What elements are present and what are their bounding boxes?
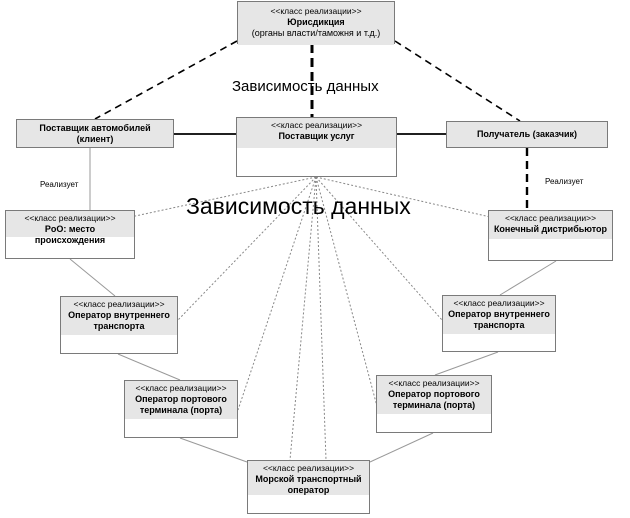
dep-fan-poo <box>125 176 317 219</box>
chain-port-right-sea <box>369 432 434 463</box>
node-jurisdiction[interactable]: <<класс реализации>> Юрисдикция (органы … <box>237 1 395 45</box>
node-port-left[interactable]: <<класс реализации>> Оператор портового … <box>124 380 238 438</box>
chain-poo-inland-left <box>69 258 116 297</box>
label-data-dependency-main: Зависимость данных <box>186 193 411 219</box>
node-service-provider[interactable]: <<класс реализации>> Поставщик услуг <box>236 117 397 177</box>
chain-distributor-inland-right <box>499 260 557 296</box>
chain-links <box>69 258 557 463</box>
label-realizes-left: Реализует <box>40 180 79 189</box>
chain-port-left-sea <box>179 437 248 463</box>
node-final-distributor[interactable]: <<класс реализации>> Конечный дистрибьют… <box>488 210 613 261</box>
node-inland-left[interactable]: <<класс реализации>> Оператор внутреннег… <box>60 296 178 354</box>
dep-jurisdiction-recipient <box>394 40 521 122</box>
label-realizes-right: Реализует <box>545 177 584 186</box>
node-inland-right[interactable]: <<класс реализации>> Оператор внутреннег… <box>442 295 556 352</box>
node-port-right[interactable]: <<класс реализации>> Оператор портового … <box>376 375 492 433</box>
node-sea-operator[interactable]: <<класс реализации>> Морской транспортны… <box>247 460 370 514</box>
node-car-supplier[interactable]: Поставщик автомобилей (клиент) <box>16 119 174 148</box>
dep-fan-sea-right <box>315 176 327 461</box>
chain-inland-right-port-right <box>434 351 499 376</box>
dep-fan-sea-left <box>289 176 317 461</box>
dep-fan-port-right <box>315 176 379 411</box>
dep-fan-distributor <box>315 176 513 223</box>
label-data-dependency-top: Зависимость данных <box>232 78 379 95</box>
chain-inland-left-port-left <box>117 353 181 381</box>
node-poo[interactable]: <<класс реализации>> PoO: место происхож… <box>5 210 135 259</box>
dependency-fan <box>125 176 513 461</box>
node-recipient[interactable]: Получатель (заказчик) <box>446 121 608 148</box>
dep-fan-inland-left <box>177 176 317 321</box>
dep-fan-port-left <box>237 176 317 411</box>
dep-jurisdiction-car-supplier <box>94 40 238 120</box>
